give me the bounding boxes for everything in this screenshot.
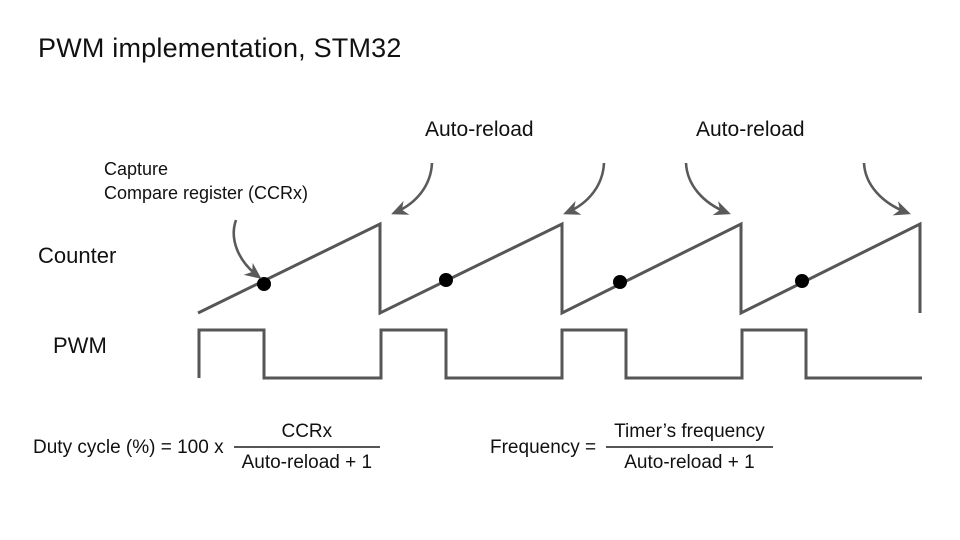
ccr-marker-dots [257, 273, 809, 291]
auto-reload-arrow-4-icon [862, 162, 911, 216]
frequency-fraction-bar [606, 446, 773, 448]
auto-reload-arrow-3-icon [684, 162, 731, 216]
auto-reload-callout-1: Auto-reload [425, 118, 534, 141]
ccr-marker-dot-1 [257, 277, 271, 291]
duty-cycle-fraction: CCRx Auto-reload + 1 [233, 421, 381, 474]
frequency-fraction: Timer’s frequency Auto-reload + 1 [606, 421, 773, 474]
auto-reload-callout-2: Auto-reload [696, 118, 805, 141]
frequency-formula-lhs: Frequency = [490, 436, 597, 458]
ccr-marker-dot-4 [795, 274, 809, 288]
auto-reload-arrow-2-icon [563, 162, 606, 215]
frequency-numerator: Timer’s frequency [614, 421, 765, 442]
counter-sawtooth-path [197, 221, 922, 316]
pwm-square-wave-path [197, 328, 922, 380]
duty-cycle-denominator: Auto-reload + 1 [241, 452, 373, 473]
ccr-marker-dot-2 [439, 273, 453, 287]
duty-cycle-numerator: CCRx [281, 421, 333, 442]
ccr-arrow [232, 219, 262, 279]
ccr-callout-line2: Compare register (CCRx) [104, 183, 309, 203]
frequency-denominator: Auto-reload + 1 [624, 452, 755, 473]
ccr-marker-dot-3 [613, 275, 627, 289]
ccr-callout: Capture Compare register (CCRx) [104, 157, 308, 205]
auto-reload-arrow-1-icon [391, 162, 434, 215]
ccr-callout-line1: Capture [104, 159, 169, 179]
duty-cycle-formula: Duty cycle (%) = 100 x CCRx Auto-reload … [33, 421, 381, 474]
pwm-signal-label: PWM [53, 333, 107, 358]
counter-signal-label: Counter [38, 243, 117, 268]
duty-cycle-formula-lhs: Duty cycle (%) = 100 x [33, 436, 224, 458]
page-title: PWM implementation, STM32 [38, 33, 402, 63]
frequency-formula: Frequency = Timer’s frequency Auto-reloa… [490, 421, 773, 474]
duty-cycle-fraction-bar [233, 446, 381, 448]
